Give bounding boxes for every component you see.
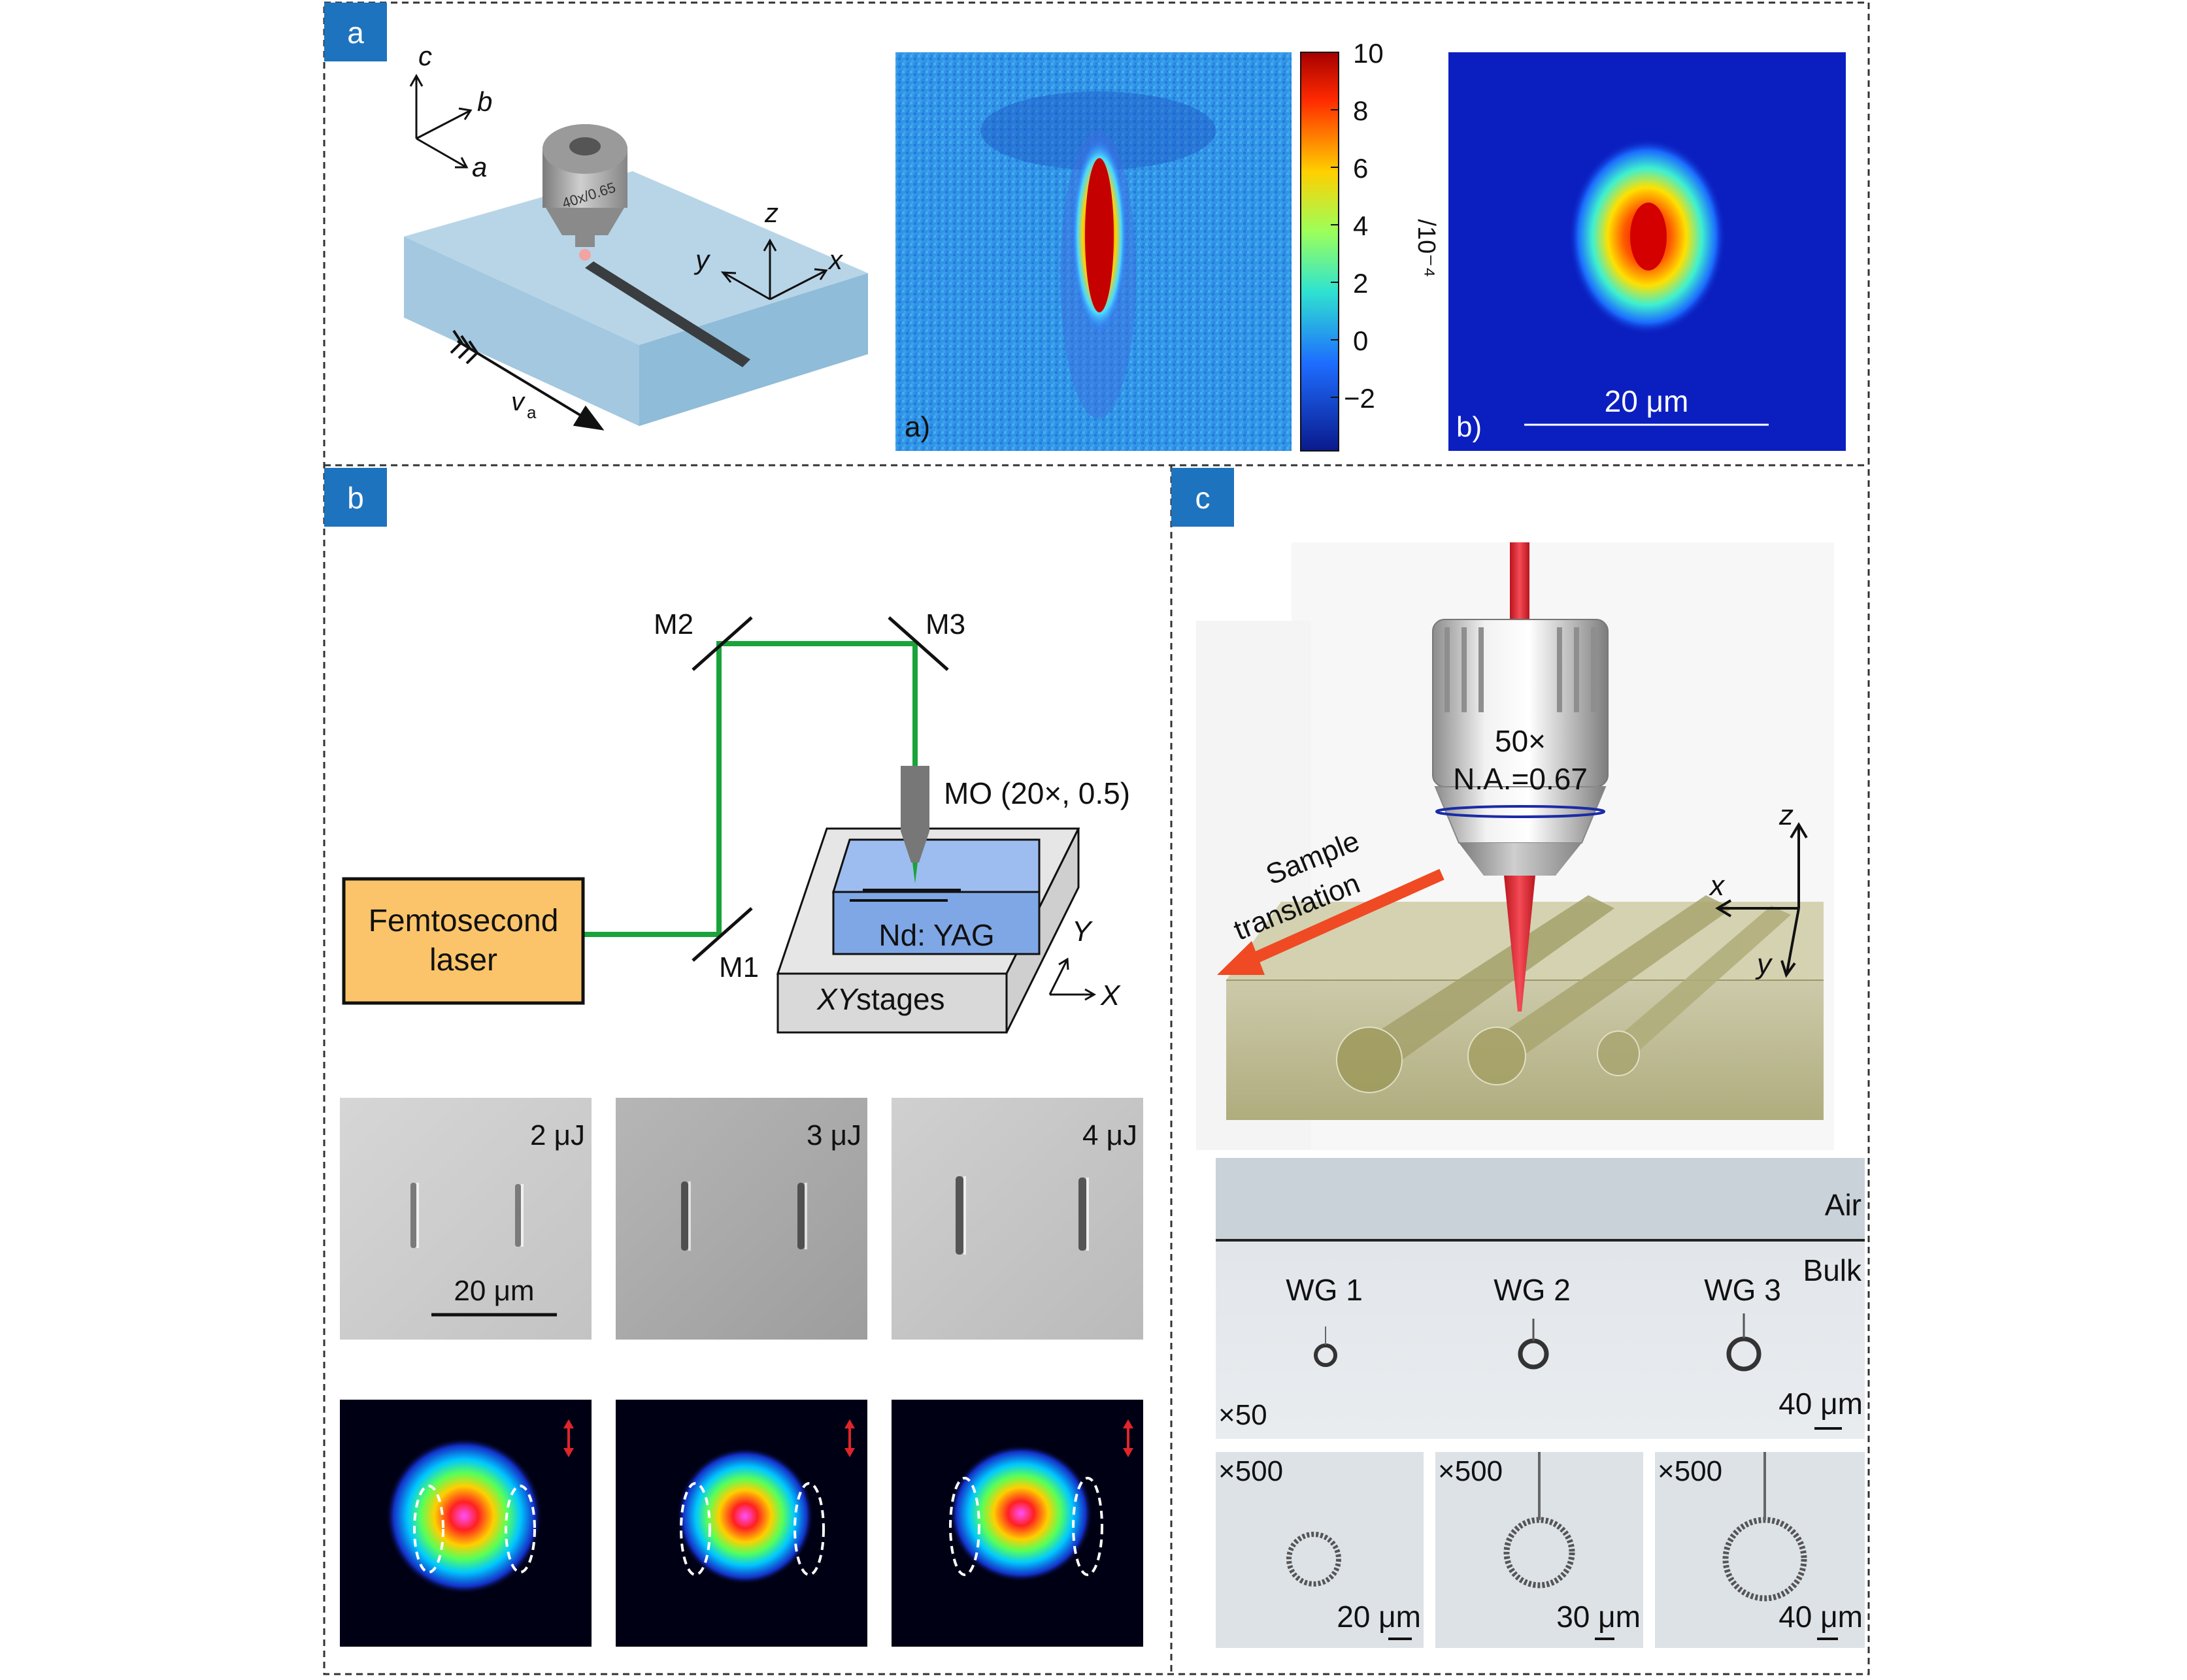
panel-borders: [323, 1, 1870, 1675]
axis-a-label: a: [472, 152, 487, 182]
mo-objective: [901, 766, 929, 883]
colorbar-tick-8: 8: [1353, 95, 1368, 126]
zoom-mag-2: ×500: [1438, 1455, 1503, 1487]
laser-label-line2: laser: [429, 943, 497, 978]
laser-box: [342, 877, 585, 1005]
mag-main-label: ×50: [1218, 1399, 1267, 1431]
mode-image-2uj: [340, 1400, 592, 1647]
colorbar-tick-6: 6: [1353, 153, 1368, 184]
sub-label-b: b): [1456, 411, 1482, 443]
panel-a-tag: a: [347, 16, 364, 50]
sub-label-a: a): [905, 411, 930, 443]
beam-path: [583, 641, 918, 937]
zoom-scale-3: 40 μm: [1778, 1600, 1863, 1634]
mirror-m3: [888, 616, 949, 671]
energy-label-2uj: 2 μJ: [530, 1119, 585, 1151]
zoom-mag-1: ×500: [1218, 1455, 1283, 1487]
objective-na: N.A.=0.67: [1453, 762, 1588, 796]
colorbar-tick-2: 2: [1353, 268, 1368, 299]
bulk-label: Bulk: [1803, 1253, 1862, 1287]
panel-b: b M1 M2 M3 Femtosecond laser Nd: YAG XY …: [324, 468, 1143, 1647]
scan-axes: [720, 238, 828, 301]
mirror-m1: [692, 907, 753, 962]
panel-c-tag: c: [1195, 481, 1210, 515]
mirror-m3-label: M3: [926, 608, 965, 640]
mode-image-3uj: [616, 1400, 867, 1647]
colorbar: [1300, 52, 1339, 452]
mode-profile: [1448, 52, 1846, 451]
mode-scale-label: 20 μm: [1605, 384, 1689, 418]
laser-label-line1: Femtosecond: [369, 904, 559, 938]
stage-axes: [1048, 957, 1097, 1001]
colorbar-ticks: [1331, 52, 1339, 398]
fabrication-schematic: [1196, 542, 1834, 1150]
panel-a-tag-bg: [324, 3, 387, 61]
stage-label-rest: stages: [856, 982, 945, 1016]
velocity-subscript: a: [527, 403, 537, 422]
air-label: Air: [1825, 1188, 1861, 1222]
panel-b-tag-bg: [324, 468, 387, 527]
velocity-label: v: [511, 387, 526, 416]
cross-section-main: [1216, 1158, 1865, 1439]
axis-y-label: y: [693, 244, 711, 275]
energy-label-3uj: 3 μJ: [807, 1119, 861, 1151]
sample-axes: [409, 73, 473, 169]
colorbar-tick-0: 0: [1353, 325, 1368, 356]
c-axis-x: x: [1709, 870, 1726, 902]
xy-stage: [776, 827, 1080, 1034]
colorbar-tick-neg2: −2: [1344, 383, 1375, 414]
panel-a: a 40x/0.65 c b a: [324, 3, 1846, 452]
axis-b-label: b: [477, 86, 492, 117]
mo-label: MO (20×, 0.5): [944, 776, 1130, 810]
microscope-image-2uj: [340, 1098, 592, 1340]
velocity-arrow: [450, 329, 605, 431]
zoom-scale-1: 20 μm: [1337, 1600, 1421, 1634]
axis-z-label: z: [764, 197, 778, 228]
colorbar-tick-4: 4: [1353, 210, 1368, 241]
microscope-image-3uj: [616, 1098, 867, 1340]
wg3-label: WG 3: [1704, 1273, 1781, 1307]
microscope-image-4uj: [892, 1098, 1143, 1340]
zoom-image-wg3: [1655, 1452, 1865, 1648]
panel-b-tag: b: [347, 481, 364, 515]
mirror-m2: [692, 616, 753, 671]
scale-main-label: 40 μm: [1778, 1387, 1863, 1421]
objective-mag: 50×: [1495, 724, 1546, 758]
colorbar-unit: /10⁻⁴: [1412, 219, 1440, 277]
mirror-m1-label: M1: [719, 951, 759, 983]
c-axis-y: y: [1755, 948, 1773, 980]
zoom-image-wg1: [1216, 1452, 1424, 1648]
wg1-label: WG 1: [1286, 1273, 1363, 1307]
stage-axis-y: Y: [1072, 915, 1093, 947]
raman-map: [895, 52, 1292, 451]
colorbar-tick-10: 10: [1353, 38, 1384, 69]
stage-label-italic: XY: [816, 982, 860, 1016]
zoom-scale-2: 30 μm: [1556, 1600, 1641, 1634]
mode-image-4uj: [892, 1400, 1143, 1647]
energy-label-4uj: 4 μJ: [1082, 1119, 1137, 1151]
zoom-mag-3: ×500: [1658, 1455, 1722, 1487]
mirror-m2-label: M2: [654, 608, 693, 640]
crystal-label: Nd: YAG: [878, 918, 994, 952]
zoom-image-wg2: [1435, 1452, 1643, 1648]
wg2-label: WG 2: [1494, 1273, 1571, 1307]
panel-a-sample-schematic: 40x/0.65: [404, 124, 868, 426]
axis-x-label: x: [827, 244, 844, 275]
panel-c: c: [1171, 468, 1865, 1648]
panel-c-tag-bg: [1171, 468, 1234, 527]
c-axis-z: z: [1778, 799, 1794, 831]
axis-c-label: c: [418, 41, 432, 71]
micro-scale-label: 20 μm: [454, 1275, 534, 1307]
stage-axis-x: X: [1100, 980, 1121, 1012]
